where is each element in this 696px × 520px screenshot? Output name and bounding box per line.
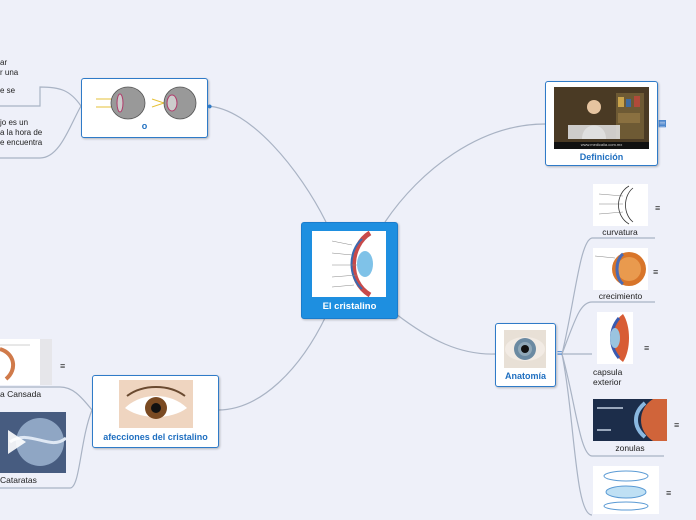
definicion-title: Definición	[546, 152, 657, 162]
crecimiento-image[interactable]	[593, 248, 648, 290]
link-to-acomodacion	[207, 106, 326, 222]
center-title: El cristalino	[302, 301, 397, 312]
eye-cross-section-image	[312, 231, 386, 297]
anatomia-title: Anatomía	[496, 371, 555, 381]
anatomia-node[interactable]: Anatomía	[495, 323, 556, 387]
afecciones-title: afecciones del cristalino	[93, 432, 218, 442]
note-icon[interactable]: ≡	[674, 420, 679, 430]
link-to-afecciones	[218, 316, 326, 410]
cataratas-label: Cataratas	[0, 475, 37, 485]
presbicia-image[interactable]	[0, 339, 52, 385]
note-icon[interactable]: ≡	[644, 343, 649, 353]
zonulas-label: zonulas	[605, 443, 655, 453]
link-ana-5	[562, 354, 592, 515]
capsula-label: capsula exterior	[593, 367, 622, 387]
zonulas-image[interactable]	[593, 399, 667, 441]
capsula-image[interactable]	[597, 312, 633, 364]
link-to-definicion	[385, 124, 545, 222]
note-icon[interactable]: ≡	[653, 267, 658, 277]
fifth-anatomy-image[interactable]	[593, 466, 659, 514]
center-node[interactable]: El cristalino	[301, 222, 398, 319]
text-fragment: e encuentra	[0, 138, 42, 148]
note-icon[interactable]: ≡	[666, 488, 671, 498]
note-icon[interactable]: ≡	[557, 348, 562, 358]
text-fragment: r una	[0, 68, 18, 78]
curvatura-image[interactable]	[593, 184, 648, 226]
note-icon[interactable]: ▤	[658, 118, 667, 129]
accommodation-diagram	[92, 83, 198, 121]
video-thumbnail: www.medicalia.com.mx	[554, 87, 649, 149]
presbicia-label: a Cansada	[0, 389, 41, 399]
note-icon[interactable]: ≡	[60, 361, 65, 371]
crecimiento-label: crecimiento	[593, 291, 648, 301]
definicion-node[interactable]: www.medicalia.com.mx Definición	[545, 81, 658, 166]
curvatura-label: curvatura	[600, 227, 640, 237]
brown-eye-image	[119, 380, 193, 428]
text-fragment: a la hora de	[0, 128, 42, 138]
link-to-anatomia	[396, 314, 495, 354]
afecciones-node[interactable]: afecciones del cristalino	[92, 375, 219, 448]
iris-image	[504, 330, 546, 368]
video-caption: www.medicalia.com.mx	[554, 142, 649, 147]
text-fragment: e se	[0, 86, 15, 96]
acomodacion-title: o	[82, 121, 207, 131]
note-icon[interactable]: ≡	[655, 203, 660, 213]
text-fragment: ar	[0, 58, 7, 68]
globe-icon[interactable]: ●	[207, 101, 212, 111]
cataratas-video-image[interactable]	[0, 412, 66, 473]
text-fragment: jo es un	[0, 118, 28, 128]
acomodacion-node[interactable]: o	[81, 78, 208, 138]
